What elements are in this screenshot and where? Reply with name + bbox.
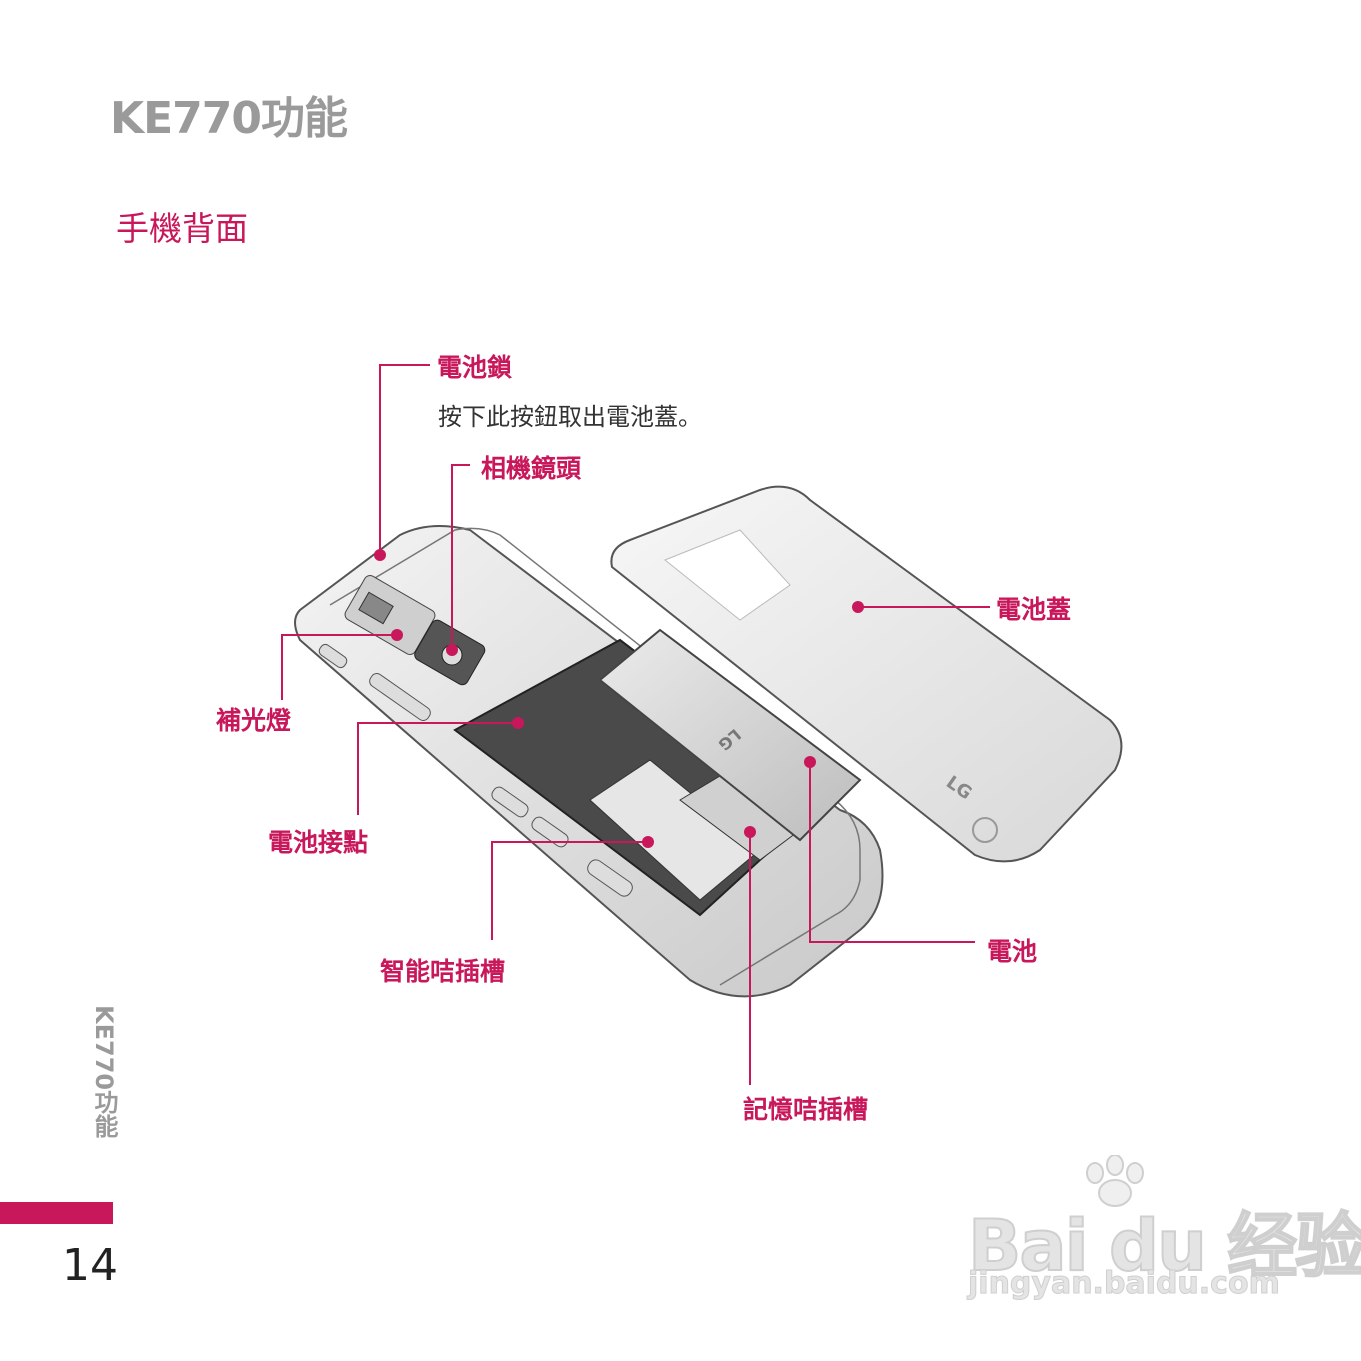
callout-battery-lock-description: 按下此按鈕取出電池蓋。 <box>438 403 702 431</box>
page-number: 14 <box>62 1240 118 1291</box>
side-section-label: KE770功能 <box>90 1005 118 1139</box>
watermark-logo: Bai du 经验 <box>967 1204 1361 1288</box>
callout-battery: 電池 <box>987 937 1038 966</box>
callout-flash: 補光燈 <box>216 706 292 735</box>
section-title: 手機背面 <box>116 209 248 248</box>
page-marker-bar <box>0 1202 113 1224</box>
callout-battery-lock: 電池鎖 <box>437 353 513 382</box>
callout-dots <box>374 549 864 848</box>
phone-body: LG <box>294 525 884 998</box>
callout-battery-cover: 電池蓋 <box>996 595 1072 624</box>
callout-memory-slot: 記憶咭插槽 <box>743 1095 869 1124</box>
callout-battery-contacts: 電池接點 <box>268 828 369 857</box>
battery-cover-illustration: LG <box>610 485 1123 863</box>
callout-sim-slot: 智能咭插槽 <box>380 957 506 986</box>
leader-lines <box>281 364 990 1085</box>
page-title: KE770功能 <box>110 93 348 144</box>
paw-icon <box>1086 1155 1144 1207</box>
watermark-url: jingyan.baidu.com <box>968 1266 1281 1302</box>
callout-camera-lens: 相機鏡頭 <box>481 454 582 483</box>
